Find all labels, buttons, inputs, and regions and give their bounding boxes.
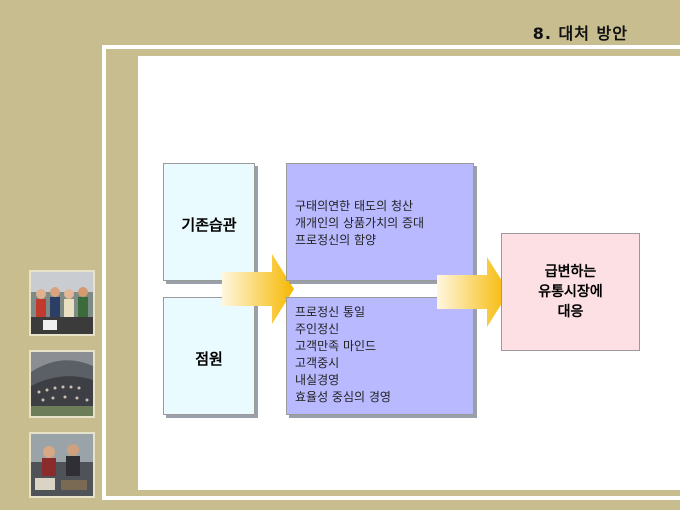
crowd-photo — [29, 270, 95, 336]
stadium-crowd-photo — [29, 350, 95, 418]
mindset-box: 프로정신 통일 주인정신 고객만족 마인드 고객중시 내실경영 효율성 중심의 … — [286, 297, 474, 415]
right-arrow-icon — [222, 254, 294, 324]
attitude-box: 구태의연한 태도의 청산 개개인의 상품가치의 증대 프로정신의 함양 — [286, 163, 474, 281]
clerk-label: 점원 — [195, 350, 223, 368]
clerk-box: 점원 — [163, 297, 255, 415]
habit-box: 기존습관 — [163, 163, 255, 281]
attitude-text: 구태의연한 태도의 청산 개개인의 상품가치의 증대 프로정신의 함양 — [295, 199, 425, 247]
right-arrow-icon — [437, 257, 509, 327]
frame-line — [102, 45, 680, 49]
street-scene-photo — [29, 432, 95, 498]
page-title: 8. 대처 방안 — [532, 24, 628, 43]
habit-label: 기존습관 — [181, 216, 237, 234]
mindset-text: 프로정신 통일 주인정신 고객만족 마인드 고객중시 내실경영 효율성 중심의 … — [295, 305, 391, 404]
frame-line — [102, 496, 680, 500]
result-box: 급변하는 유통시장에 대응 — [501, 233, 640, 351]
frame-line — [102, 45, 106, 500]
result-label: 급변하는 유통시장에 대응 — [538, 264, 603, 320]
